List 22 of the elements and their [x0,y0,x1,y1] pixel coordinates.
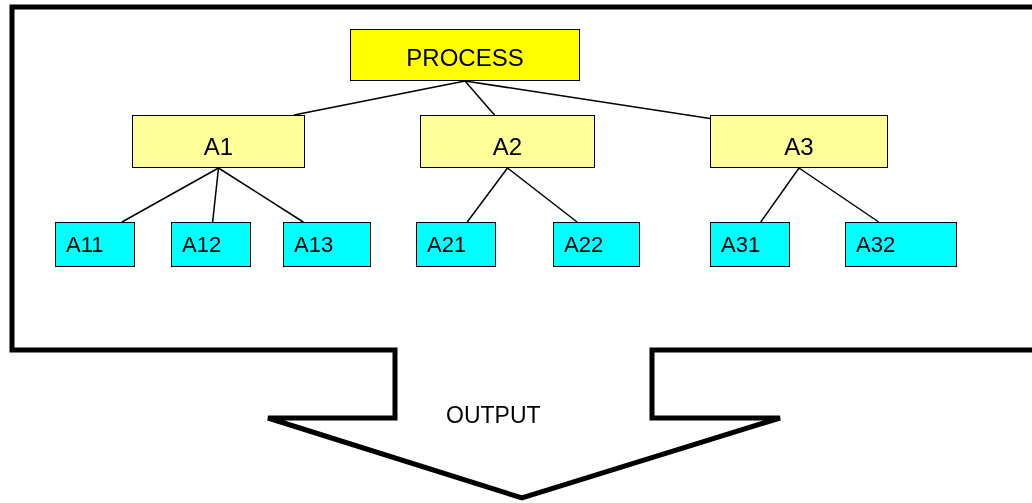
connector-line [464,80,711,120]
process-box: A22 [553,222,640,267]
connector-line [466,167,509,223]
process-box: A13 [283,222,371,267]
process-box: A21 [416,222,496,267]
output-label: OUTPUT [446,401,541,430]
process-box: A31 [710,222,790,267]
connector-line [121,167,220,223]
process-box: A3 [710,115,888,168]
process-box: A32 [845,222,957,267]
process-box: A12 [171,222,251,267]
process-box: PROCESS [350,29,580,81]
connector-line [293,80,466,116]
connector-line [506,167,578,223]
connector-line [759,167,800,223]
process-box: A11 [55,222,135,267]
connector-line [464,80,496,116]
connector-line [798,167,880,223]
process-box: A1 [132,115,305,168]
process-box: A2 [420,115,595,168]
connector-line [217,167,305,223]
connector-line [211,167,220,223]
